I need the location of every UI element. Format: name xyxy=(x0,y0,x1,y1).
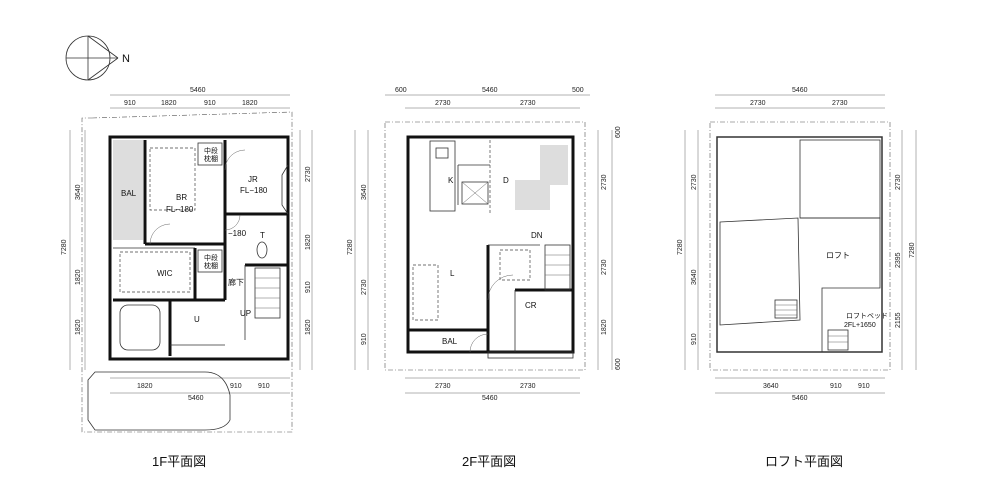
ladder-2 xyxy=(827,329,849,351)
ladder-1 xyxy=(774,299,798,319)
dim-1f-top-seg-1: 910 xyxy=(124,100,136,107)
dim-2f-top-seg-3: 500 xyxy=(572,87,584,94)
kitchen-counter xyxy=(429,140,456,212)
dim-loft-top-sub-2: 2730 xyxy=(832,100,848,107)
dim-loft-left-outer: 7280 xyxy=(677,239,684,255)
dim-loft-left-seg-1: 2730 xyxy=(691,174,698,190)
room-1f-bal: BAL xyxy=(121,189,137,198)
room-loft: ロフト xyxy=(826,251,850,260)
dim-1f-top-seg-3: 910 xyxy=(204,100,216,107)
room-1f-shelf-2a: 中段 xyxy=(204,253,218,262)
dim-2f-right-seg-2: 2730 xyxy=(601,174,608,190)
room-loft-bed: ロフトベッド xyxy=(846,312,888,320)
dim-1f-top-seg-4: 1820 xyxy=(242,100,258,107)
dim-1f-right-seg-4: 1820 xyxy=(305,319,312,335)
room-1f-jr-fl: FL−180 xyxy=(240,186,268,195)
title-2f-plan: 2F平面図 xyxy=(462,454,516,469)
dim-1f-left-seg-3: 1820 xyxy=(75,319,82,335)
dim-2f-right-seg-5: 600 xyxy=(615,358,622,370)
dim-loft-right-seg-3: 2155 xyxy=(895,312,902,328)
room-1f-shelf-2b: 枕棚 xyxy=(204,261,218,270)
room-loft-bed-fl: 2FL+1650 xyxy=(844,322,876,329)
room-1f-u: U xyxy=(194,315,200,324)
plan-1f: 5460 910 1820 910 1820 1820 910 910 5460… xyxy=(61,87,313,469)
room-1f-jr: JR xyxy=(248,175,258,184)
room-1f-wic: WIC xyxy=(157,269,173,278)
compass-north-label: N xyxy=(122,53,130,65)
dim-1f-left-outer: 7280 xyxy=(61,239,68,255)
lot-boundary-loft xyxy=(709,121,891,371)
room-1f-shelf-1a: 中段 xyxy=(204,146,218,155)
dim-2f-left-seg-3: 910 xyxy=(361,333,368,345)
dim-2f-bottom-seg-2: 2730 xyxy=(520,383,536,390)
dim-1f-top-total: 5460 xyxy=(190,87,206,94)
dim-loft-right-seg-1: 2730 xyxy=(895,174,902,190)
dim-loft-bottom-total: 5460 xyxy=(792,395,808,402)
room-1f-up: UP xyxy=(240,309,251,318)
dim-2f-right-seg-4: 1820 xyxy=(601,319,608,335)
room-1f-br: BR xyxy=(176,193,187,202)
dim-1f-left-seg-2: 1820 xyxy=(75,269,82,285)
dim-2f-right-seg-1: 600 xyxy=(615,126,622,138)
dim-1f-top-seg-2: 1820 xyxy=(161,100,177,107)
dim-1f-bottom-total: 5460 xyxy=(188,395,204,402)
plan-2f: 600 5460 500 2730 2730 2730 2730 5460 36… xyxy=(347,87,622,469)
room-1f-minus180: −180 xyxy=(228,229,247,238)
dim-1f-right-seg-3: 910 xyxy=(305,281,312,293)
dim-1f-right-seg-2: 1820 xyxy=(305,234,312,250)
dim-1f-right-seg-1: 2730 xyxy=(305,166,312,182)
room-1f-hall: 廊下 xyxy=(228,277,244,287)
room-2f-cr: CR xyxy=(525,301,537,310)
stair-1f xyxy=(254,267,281,319)
dim-loft-top-sub-1: 2730 xyxy=(750,100,766,107)
dim-2f-left-seg-2: 2730 xyxy=(361,279,368,295)
dim-2f-bottom-seg-1: 2730 xyxy=(435,383,451,390)
dim-2f-top-sub-2: 2730 xyxy=(520,100,536,107)
lot-boundary-2f xyxy=(384,121,586,371)
car-outline xyxy=(87,371,231,431)
kitchen-island xyxy=(461,181,489,205)
void-upper xyxy=(799,139,881,219)
dim-loft-right-seg-2: 2395 xyxy=(895,252,902,268)
dim-2f-left-seg-1: 3640 xyxy=(361,184,368,200)
outer-wall-loft xyxy=(716,136,883,353)
plan-loft: 5460 2730 2730 3640 910 910 5460 2730 36… xyxy=(677,87,917,469)
dim-loft-top-total: 5460 xyxy=(792,87,808,94)
dim-1f-bottom-seg-2: 910 xyxy=(230,383,242,390)
bathtub xyxy=(119,304,161,351)
void-lower xyxy=(719,217,801,326)
dim-loft-bottom-seg-2: 910 xyxy=(830,383,842,390)
dim-1f-bottom-seg-1: 1820 xyxy=(137,383,153,390)
dim-2f-top-seg-2: 5460 xyxy=(482,87,498,94)
dim-2f-left-outer: 7280 xyxy=(347,239,354,255)
dim-2f-top-seg-1: 600 xyxy=(395,87,407,94)
title-loft-plan: ロフト平面図 xyxy=(765,454,843,469)
dim-loft-left-seg-3: 910 xyxy=(691,333,698,345)
stair-2f xyxy=(544,244,571,291)
dim-loft-left-seg-2: 3640 xyxy=(691,269,698,285)
dim-loft-bottom-seg-1: 3640 xyxy=(763,383,779,390)
dim-2f-top-sub-1: 2730 xyxy=(435,100,451,107)
room-2f-dn: DN xyxy=(531,231,543,240)
dim-loft-bottom-seg-3: 910 xyxy=(858,383,870,390)
dim-1f-left-seg-1: 3640 xyxy=(75,184,82,200)
room-1f-t: T xyxy=(260,231,265,240)
dim-2f-bottom-total: 5460 xyxy=(482,395,498,402)
room-2f-l: L xyxy=(450,269,455,278)
room-1f-shelf-1b: 枕棚 xyxy=(204,154,218,163)
dim-loft-right-outer: 7280 xyxy=(909,242,916,258)
toilet xyxy=(256,241,268,259)
room-2f-d: D xyxy=(503,176,509,185)
room-2f-k: K xyxy=(448,176,454,185)
dim-2f-right-seg-3: 2730 xyxy=(601,259,608,275)
title-1f-plan: 1F平面図 xyxy=(152,454,206,469)
room-1f-br-fl: FL−180 xyxy=(166,205,194,214)
outer-wall-1f xyxy=(108,135,290,361)
compass: N xyxy=(65,35,130,81)
dim-1f-bottom-seg-3: 910 xyxy=(258,383,270,390)
room-2f-bal: BAL xyxy=(442,337,458,346)
